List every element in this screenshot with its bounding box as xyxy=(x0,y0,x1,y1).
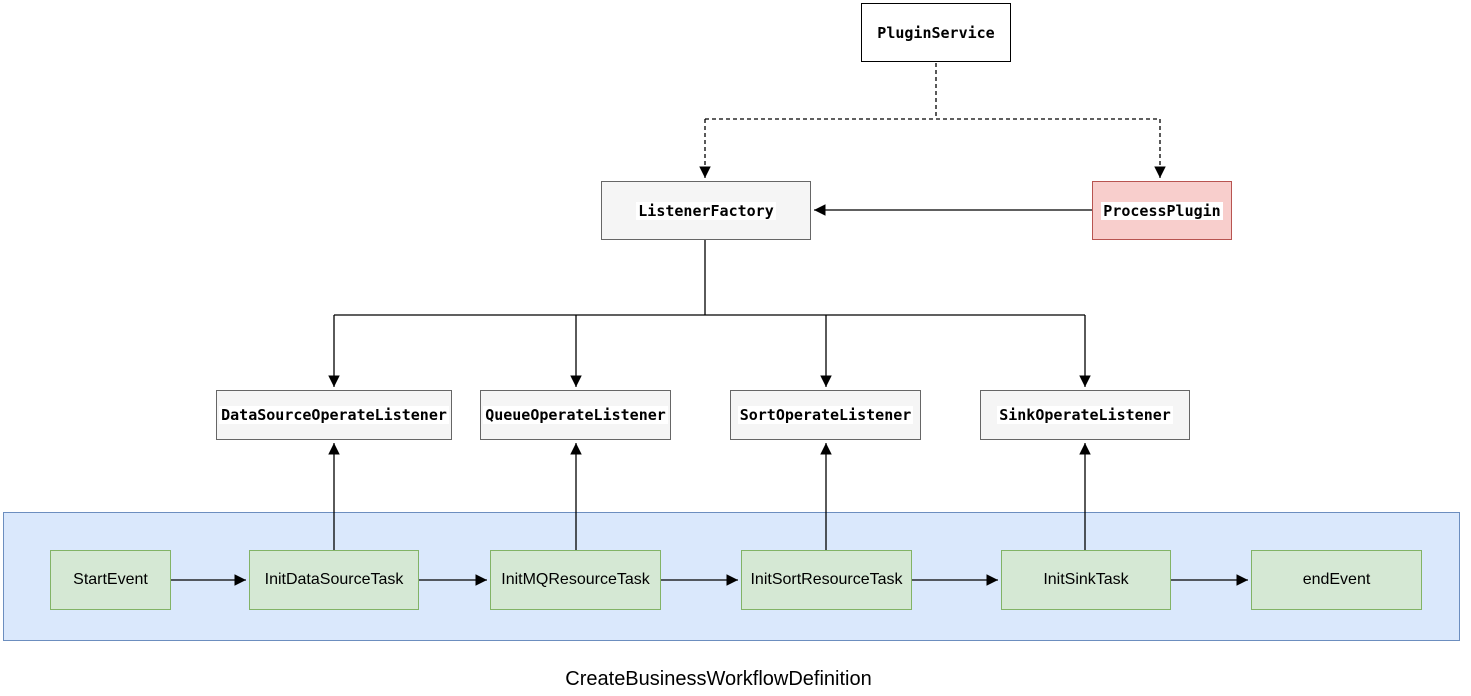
node-init-mq-resource-task: InitMQResourceTask xyxy=(490,550,661,610)
node-datasource-operate-listener-label: DataSourceOperateListener xyxy=(219,406,449,424)
node-process-plugin-label: ProcessPlugin xyxy=(1101,201,1223,220)
node-init-sort-resource-task: InitSortResourceTask xyxy=(741,550,912,610)
node-init-datasource-task-label: InitDataSourceTask xyxy=(264,571,404,588)
node-sort-operate-listener-label: SortOperateListener xyxy=(737,406,914,424)
node-sort-operate-listener: SortOperateListener xyxy=(730,390,921,440)
node-listener-factory: ListenerFactory xyxy=(601,181,811,240)
diagram-caption: CreateBusinessWorkflowDefinition xyxy=(565,668,872,690)
node-init-datasource-task: InitDataSourceTask xyxy=(249,550,419,610)
node-end-event-label: endEvent xyxy=(1302,571,1371,588)
node-plugin-service-label: PluginService xyxy=(875,23,997,42)
node-start-event-label: StartEvent xyxy=(73,571,148,588)
node-plugin-service: PluginService xyxy=(861,3,1011,62)
dashed-edges xyxy=(699,63,1166,178)
node-queue-operate-listener-label: QueueOperateListener xyxy=(483,406,668,424)
node-init-sort-resource-task-label: InitSortResourceTask xyxy=(750,571,903,588)
node-datasource-operate-listener: DataSourceOperateListener xyxy=(216,390,452,440)
node-queue-operate-listener: QueueOperateListener xyxy=(480,390,671,440)
node-sink-operate-listener: SinkOperateListener xyxy=(980,390,1190,440)
node-start-event: StartEvent xyxy=(50,550,171,610)
node-end-event: endEvent xyxy=(1251,550,1422,610)
node-process-plugin: ProcessPlugin xyxy=(1092,181,1232,240)
node-init-mq-resource-task-label: InitMQResourceTask xyxy=(501,571,650,588)
node-init-sink-task: InitSinkTask xyxy=(1001,550,1171,610)
node-listener-factory-label: ListenerFactory xyxy=(636,201,776,220)
workflow-container xyxy=(3,512,1460,641)
node-sink-operate-listener-label: SinkOperateListener xyxy=(997,406,1173,424)
node-init-sink-task-label: InitSinkTask xyxy=(1043,571,1129,588)
